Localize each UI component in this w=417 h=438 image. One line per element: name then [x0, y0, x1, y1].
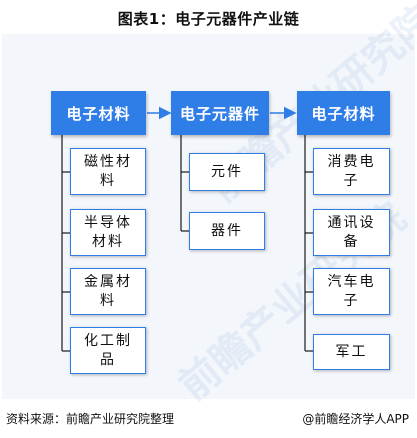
bracket-col2	[180, 135, 189, 232]
item-metal-materials: 金属材料	[70, 268, 146, 315]
bracket-col3	[304, 135, 313, 352]
item-automotive-electronics: 汽车电子	[313, 268, 390, 315]
item-military: 军工	[313, 334, 390, 370]
head-electronic-materials: 电子材料	[51, 91, 146, 135]
head-electronic-components: 电子元器件	[171, 91, 269, 135]
item-magnetic-materials: 磁性材料	[70, 148, 146, 195]
item-components: 元件	[189, 153, 265, 191]
credit-note: @前瞻经济学人APP	[302, 412, 409, 426]
item-devices: 器件	[189, 212, 265, 250]
head-applications: 电子材料	[297, 91, 390, 135]
bracket-col1	[61, 135, 70, 352]
item-communication-equipment: 通讯设备	[313, 209, 390, 256]
item-chemical-products: 化工制品	[70, 327, 146, 374]
source-note: 资料来源：前瞻产业研究院整理	[6, 412, 175, 426]
chart-title: 图表1：电子元器件产业链	[117, 10, 300, 28]
item-consumer-electronics: 消费电子	[313, 148, 390, 195]
item-semiconductor-materials: 半导体材料	[70, 209, 146, 256]
